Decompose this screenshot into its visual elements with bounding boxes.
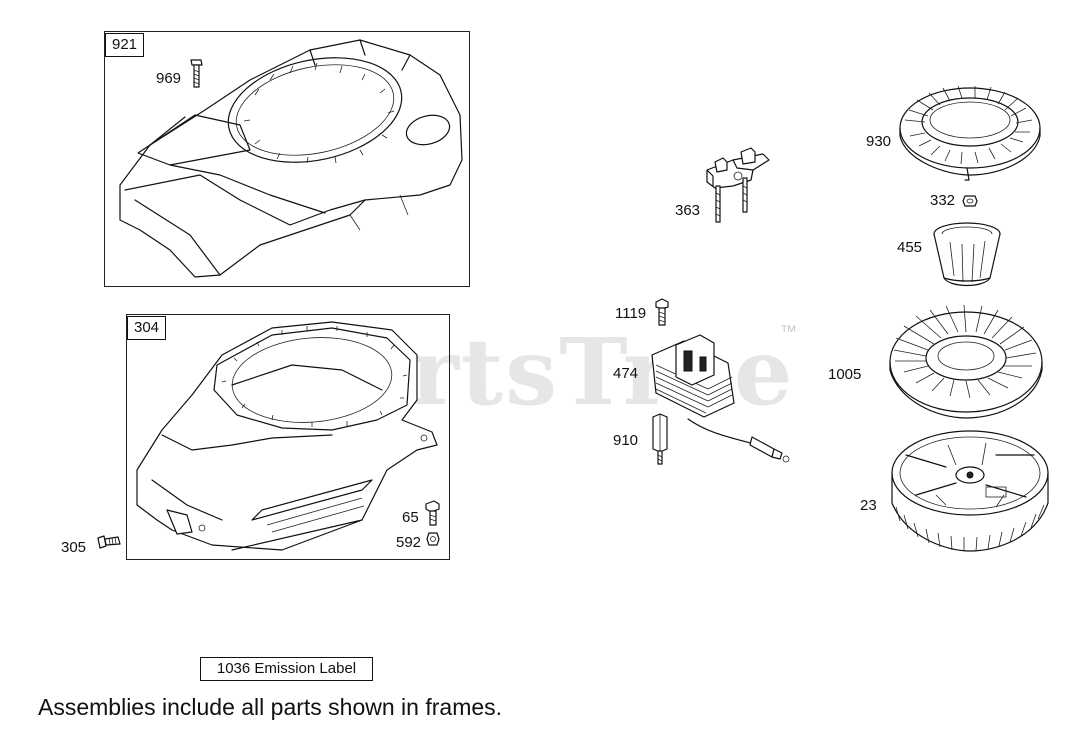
blower-cover-drawing[interactable] <box>110 35 470 285</box>
screw-icon[interactable] <box>654 298 670 333</box>
watermark-trademark: ™ <box>780 322 797 341</box>
callout-332[interactable]: 332 <box>930 192 956 209</box>
nut-icon[interactable] <box>426 532 440 551</box>
frame-tag-304[interactable]: 304 <box>127 316 167 340</box>
screw-icon[interactable] <box>96 533 122 558</box>
callout-305[interactable]: 305 <box>61 539 87 556</box>
spacer-icon[interactable] <box>650 413 670 472</box>
blower-housing-drawing[interactable] <box>132 320 447 560</box>
callout-592[interactable]: 592 <box>396 534 422 551</box>
bracket-drawing[interactable] <box>703 147 773 233</box>
rotating-screen-drawing[interactable] <box>895 80 1045 185</box>
nut-icon[interactable] <box>962 194 978 212</box>
callout-1119[interactable]: 1119 <box>615 305 647 322</box>
assembly-frame-921 <box>104 31 470 287</box>
assembly-frame-304 <box>126 314 450 560</box>
frames-footnote: Assemblies include all parts shown in fr… <box>38 694 503 720</box>
callout-455[interactable]: 455 <box>897 239 923 256</box>
callout-930[interactable]: 930 <box>866 133 892 150</box>
callout-474[interactable]: 474 <box>613 365 639 382</box>
frame-tag-921[interactable]: 921 <box>105 33 145 57</box>
callout-1005[interactable]: 1005 <box>828 366 862 383</box>
starter-cup-drawing[interactable] <box>930 220 1004 297</box>
fan-drawing[interactable] <box>886 300 1046 435</box>
callout-23[interactable]: 23 <box>860 497 877 514</box>
bolt-icon[interactable] <box>424 500 442 533</box>
emission-label-callout[interactable]: 1036 Emission Label <box>200 657 373 681</box>
armature-drawing[interactable] <box>648 333 793 478</box>
callout-65[interactable]: 65 <box>402 509 419 526</box>
callout-363[interactable]: 363 <box>675 202 701 219</box>
callout-969[interactable]: 969 <box>156 70 182 87</box>
callout-910[interactable]: 910 <box>613 432 639 449</box>
flywheel-drawing[interactable] <box>886 425 1056 565</box>
bolt-icon[interactable] <box>189 58 205 95</box>
